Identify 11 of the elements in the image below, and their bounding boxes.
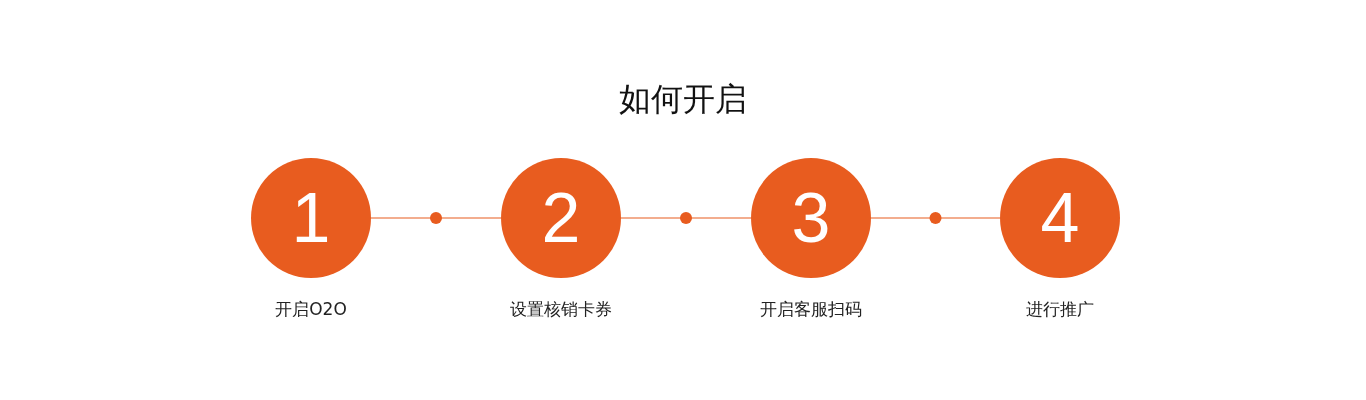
step-circle: 4 — [1000, 158, 1120, 278]
step-caption: 进行推广 — [1026, 298, 1094, 320]
step-caption: 开启客服扫码 — [760, 298, 862, 320]
step-caption: 设置核销卡券 — [510, 298, 612, 320]
step-caption: 开启O2O — [275, 298, 347, 320]
title: 如何开启 — [619, 79, 747, 120]
step-circle: 2 — [501, 158, 621, 278]
step-circle: 1 — [251, 158, 371, 278]
step-circle: 3 — [751, 158, 871, 278]
connector-line — [620, 217, 752, 219]
connector-line — [370, 217, 502, 219]
